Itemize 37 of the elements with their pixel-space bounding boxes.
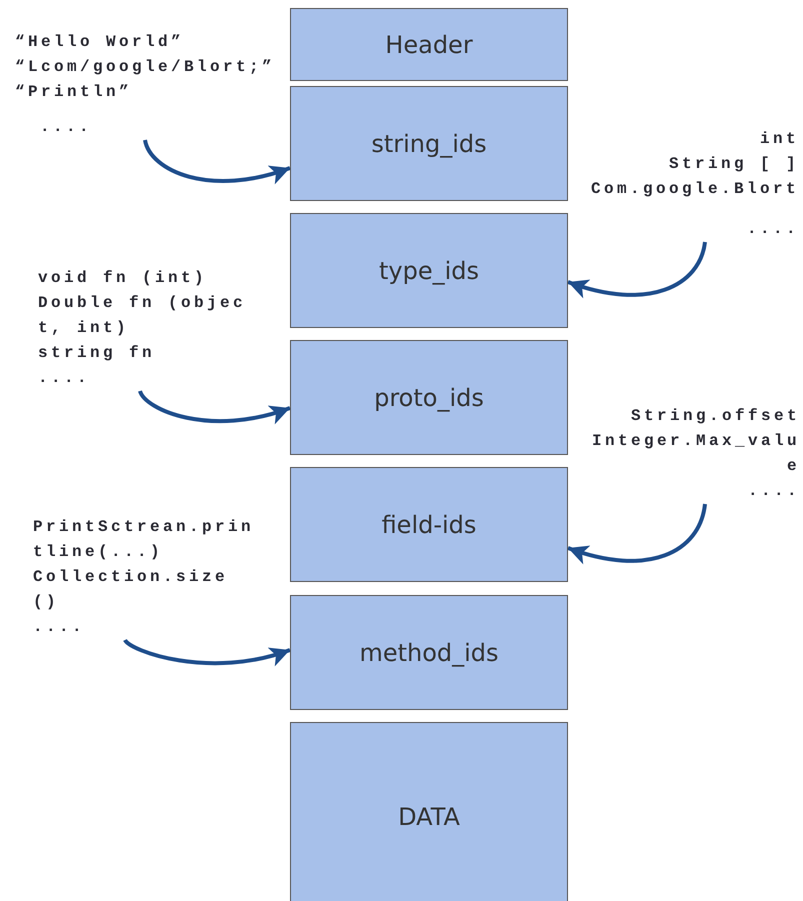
section-label: field-ids xyxy=(382,510,476,538)
section-label: type_ids xyxy=(378,256,480,284)
curved-arrow xyxy=(138,390,291,424)
code-text: void fn (int) xyxy=(38,268,208,289)
curved-arrow xyxy=(567,504,707,564)
section-label: string_ids xyxy=(371,130,487,158)
code-text: PrintSctrean.printline(...) xyxy=(33,517,256,563)
code-text: .... xyxy=(33,617,86,638)
code-text: string fn xyxy=(38,343,156,364)
section-box xyxy=(290,722,568,901)
code-text: Double fn (object, int) xyxy=(38,293,248,339)
code-text: .... xyxy=(38,368,92,389)
code-text: .... xyxy=(39,117,94,138)
section-label: method_ids xyxy=(359,638,499,666)
code-text: String [ ] xyxy=(668,154,799,175)
curved-arrow xyxy=(143,139,291,184)
code-text: “Lcom/google/Blort;” xyxy=(15,57,276,78)
section-box xyxy=(290,340,568,455)
code-text: Collection.size () xyxy=(33,567,230,613)
code-text: Com.google.Blort xyxy=(590,179,799,200)
code-text: int xyxy=(758,129,799,150)
code-text: “Println” xyxy=(15,82,134,103)
code-text: String.offset xyxy=(630,406,800,427)
section-label: Header xyxy=(385,30,473,58)
curved-arrow xyxy=(124,638,291,666)
code-text: .... xyxy=(746,219,799,240)
section-box xyxy=(290,595,568,710)
section-label: proto_ids xyxy=(374,384,484,412)
curved-arrow xyxy=(567,242,707,298)
section-box xyxy=(290,213,568,328)
code-text: .... xyxy=(746,481,800,502)
section-box xyxy=(290,8,568,81)
section-box xyxy=(290,467,568,582)
section-label: DATA xyxy=(398,803,460,831)
code-text: “Hello World” xyxy=(15,32,186,53)
section-box xyxy=(290,86,568,201)
code-text: Integer.Max_value xyxy=(590,431,800,477)
